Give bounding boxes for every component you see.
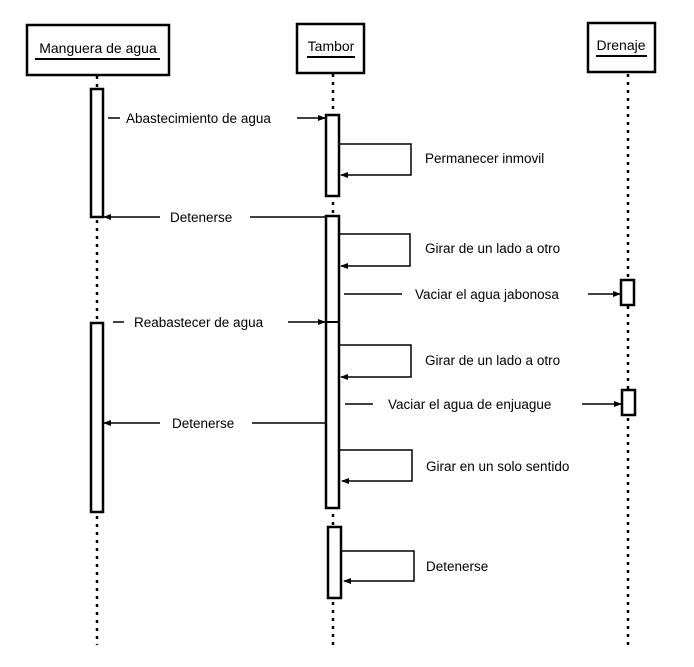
message-reabastecer: Reabastecer de agua: [113, 315, 326, 330]
message-label: Abastecimiento de agua: [126, 111, 271, 126]
message-girar-2: Girar de un lado a otro: [339, 344, 560, 380]
message-label: Detenerse: [170, 210, 232, 225]
participant-drenaje: Drenaje: [586, 21, 657, 74]
message-detenerse-1: Detenerse: [103, 210, 326, 225]
message-vaciar-enjuague: Vaciar el agua de enjuague: [345, 397, 622, 412]
participant-label: Manguera de agua: [39, 40, 157, 56]
activation-manguera-2: [89, 321, 105, 514]
message-label: Detenerse: [172, 416, 234, 431]
message-label: Vaciar el agua jabonosa: [415, 287, 559, 302]
message-label: Girar en un solo sentido: [426, 459, 569, 474]
message-label: Reabastecer de agua: [134, 315, 264, 330]
participant-label: Tambor: [308, 38, 355, 54]
activation-drenaje-2: [620, 388, 637, 417]
activation-manguera-1: [89, 87, 105, 219]
activation-tambor-1: [324, 113, 341, 198]
message-girar-1: Girar de un lado a otro: [339, 233, 560, 269]
activation-tambor-3: [326, 525, 343, 600]
message-label: Detenerse: [426, 559, 488, 574]
message-label: Girar de un lado a otro: [425, 241, 560, 256]
message-girar-un-sentido: Girar en un solo sentido: [340, 449, 569, 484]
message-label: Vaciar el agua de enjuague: [388, 397, 551, 412]
message-detenerse-3: Detenerse: [342, 550, 488, 584]
message-vaciar-jabonosa: Vaciar el agua jabonosa: [344, 287, 621, 302]
message-permanecer-inmovil: Permanecer inmovil: [339, 143, 544, 178]
participant-manguera: Manguera de agua: [25, 23, 171, 77]
message-label: Permanecer inmovil: [425, 151, 544, 166]
participant-tambor: Tambor: [295, 22, 366, 75]
activation-tambor-2: [324, 214, 341, 510]
message-abastecimiento: Abastecimiento de agua: [108, 111, 326, 126]
message-label: Girar de un lado a otro: [425, 353, 560, 368]
participant-label: Drenaje: [596, 37, 645, 53]
message-detenerse-2: Detenerse: [103, 416, 326, 431]
activation-drenaje-1: [619, 278, 636, 307]
